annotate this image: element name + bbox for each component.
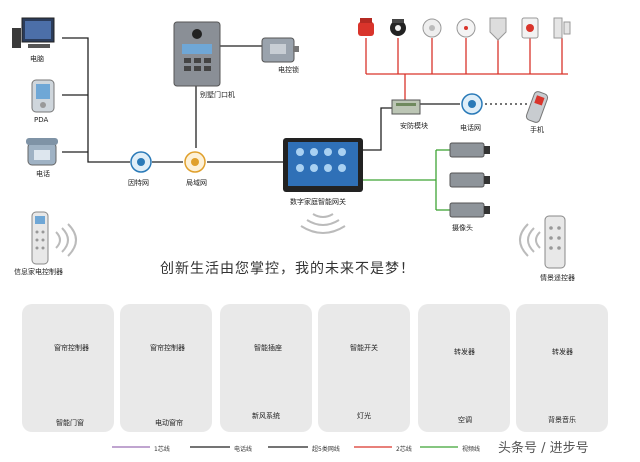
electric-lock-icon (261, 37, 299, 63)
door-sensor-icon (553, 17, 571, 39)
card-bottom-label: 灯光 (357, 412, 371, 420)
card-top-label: 窗帘控制器 (54, 344, 89, 352)
camera-icon (449, 202, 490, 218)
label-lan: 局域网 (186, 179, 207, 187)
device-card (120, 304, 212, 432)
device-card (318, 304, 410, 432)
info-remote-icon (31, 211, 49, 265)
pir-sensor-icon (489, 17, 507, 41)
device-card (516, 304, 608, 432)
card-top-label: 转发器 (454, 348, 475, 356)
label-phone: 电话 (36, 170, 50, 178)
legend-label: 2芯线 (396, 446, 412, 453)
legend-label: 超5类网线 (312, 446, 340, 453)
gateway-waves-icon (300, 213, 346, 234)
camera-icons (449, 142, 490, 218)
gateway-icon (283, 138, 363, 192)
card-bottom-label: 新风系统 (252, 412, 280, 420)
slogan: 创新生活由您掌控，我的未来不是梦！ (160, 261, 415, 277)
camera-icon (449, 142, 490, 158)
legend-label: 视频线 (462, 446, 481, 453)
device-card (22, 304, 114, 432)
label-electric-lock: 电控锁 (278, 66, 299, 74)
security-module-icon (391, 99, 421, 115)
label-camera: 摄像头 (452, 224, 473, 232)
card-bottom-label: 电动窗帘 (155, 419, 183, 427)
card-bottom-label: 背景音乐 (548, 416, 576, 424)
label-mobile: 手机 (530, 126, 544, 134)
legend-label: 电话线 (234, 446, 253, 453)
siren-icon (358, 18, 374, 36)
lan-globe-icon (184, 151, 206, 173)
computer-icon (12, 17, 55, 48)
card-top-label: 智能开关 (350, 344, 378, 352)
red-lines (365, 38, 568, 100)
camera-icon (449, 172, 490, 188)
label-scene-remote: 情景遥控器 (540, 274, 575, 282)
internet-globe-icon (130, 151, 152, 173)
watermark: 头条号 / 进步号 (498, 441, 589, 456)
gas-detector-icon (456, 18, 476, 38)
emergency-button-icon (521, 17, 539, 39)
phone-network-globe-icon (461, 93, 483, 115)
card-bottom-label: 智能门窗 (56, 419, 84, 427)
green-lines (363, 149, 450, 211)
black-lines (62, 37, 528, 163)
device-card (418, 304, 510, 432)
card-top-label: 智能插座 (254, 344, 282, 352)
legend-label: 1芯线 (154, 446, 170, 453)
phone-icon (26, 138, 58, 166)
label-phone-network: 电话网 (460, 124, 481, 132)
scene-remote-waves-icon (519, 223, 541, 257)
label-computer: 电脑 (30, 55, 44, 63)
label-pda: PDA (34, 116, 49, 124)
security-sensors (358, 17, 571, 41)
scene-remote-icon (544, 215, 566, 269)
line-gateway-security (363, 107, 392, 151)
card-top-label: 转发器 (552, 348, 573, 356)
mobile-phone-icon (525, 91, 549, 123)
line-computer (62, 37, 130, 163)
villa-door-station-icon (173, 21, 221, 87)
label-info-remote: 信息家电控制器 (14, 268, 63, 276)
label-villa-door: 别墅门口机 (200, 91, 235, 99)
card-bottom-label: 空调 (458, 416, 472, 424)
smoke-detector-icon (422, 18, 442, 38)
bell-icon (390, 19, 406, 36)
label-internet: 因特网 (128, 179, 149, 187)
device-card (220, 304, 312, 432)
label-security-module: 安防模块 (400, 122, 428, 130)
wifi-waves-icon (55, 223, 77, 257)
label-gateway: 数字家庭智能网关 (290, 198, 346, 206)
pda-icon (31, 79, 55, 113)
card-top-label: 窗帘控制器 (150, 344, 185, 352)
